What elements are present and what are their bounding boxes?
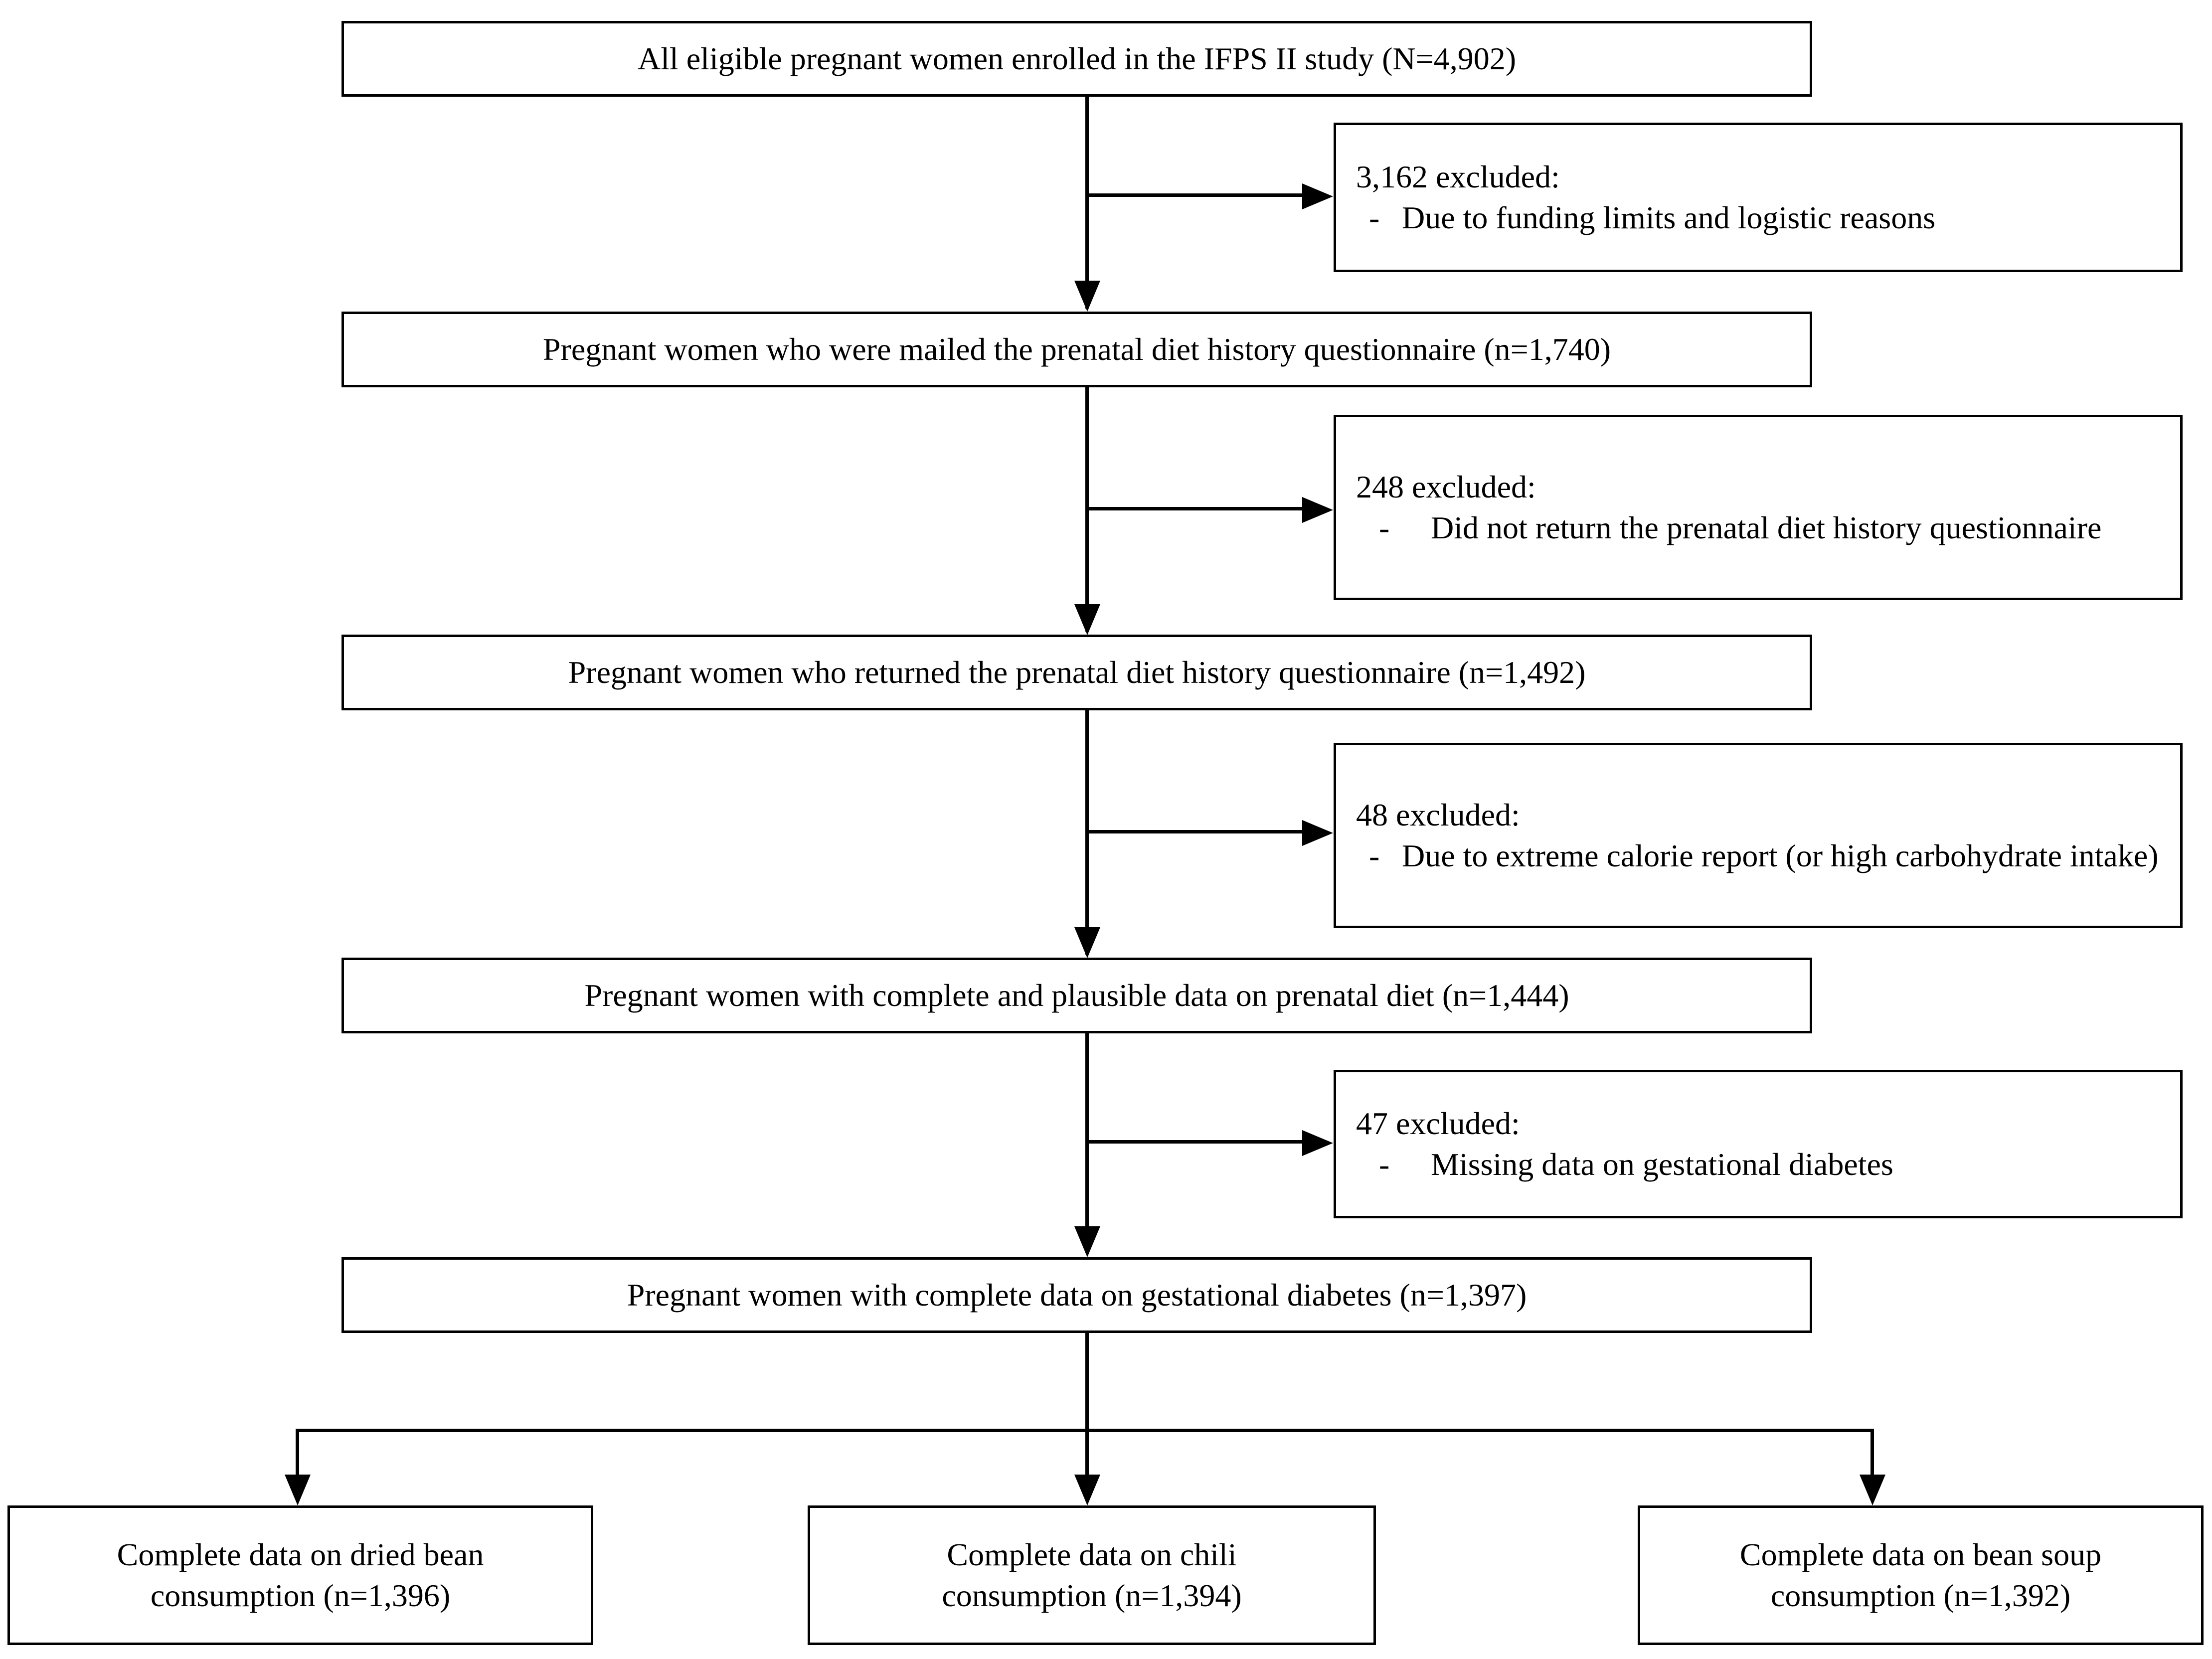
node-excluded-47: 47 excluded: - Missing data on gestation…: [1334, 1070, 2183, 1218]
excluded-3162-heading: 3,162 excluded:: [1356, 159, 1560, 194]
excluded-248-reason-0: Did not return the prenatal diet history…: [1431, 510, 2102, 545]
node-gdm-complete: Pregnant women with complete data on ges…: [341, 1257, 1812, 1333]
node-dried-bean-line1: Complete data on dried bean: [117, 1537, 484, 1573]
connector-gdm-split-bar: [296, 1429, 1874, 1432]
arrowhead-excluded-3162: [1302, 183, 1333, 209]
branch-line-excluded-48: [1087, 830, 1319, 833]
excluded-248-heading: 248 excluded:: [1356, 469, 1536, 504]
node-chili-line2: consumption (n=1,394): [942, 1578, 1242, 1613]
arrowhead-enrolled-to-mailed: [1074, 281, 1100, 312]
list-item: - Did not return the prenatal diet histo…: [1356, 508, 2163, 547]
arrowhead-excluded-47: [1302, 1130, 1333, 1156]
connector-gdm-split-stem: [1085, 1333, 1089, 1430]
node-enrolled: All eligible pregnant women enrolled in …: [341, 21, 1812, 97]
node-dried-bean: Complete data on dried bean consumption …: [7, 1505, 593, 1645]
excluded-47-reason-0: Missing data on gestational diabetes: [1431, 1147, 1893, 1182]
connector-split-to-bean-soup: [1871, 1429, 1874, 1479]
excluded-3162-reasons: - Due to funding limits and logistic rea…: [1356, 198, 2163, 237]
arrowhead-excluded-248: [1302, 497, 1333, 523]
node-chili-line1: Complete data on chili: [947, 1537, 1237, 1573]
bullet-dash: -: [1379, 510, 1390, 545]
list-item: - Due to extreme calorie report (or high…: [1356, 836, 2163, 875]
excluded-47-reasons: - Missing data on gestational diabetes: [1356, 1145, 2163, 1184]
node-excluded-248: 248 excluded: - Did not return the prena…: [1334, 415, 2183, 600]
node-plausible-diet-label: Pregnant women with complete and plausib…: [584, 978, 1569, 1013]
excluded-3162-reason-0: Due to funding limits and logistic reaso…: [1402, 200, 1936, 235]
node-returned: Pregnant women who returned the prenatal…: [341, 635, 1812, 710]
node-enrolled-label: All eligible pregnant women enrolled in …: [637, 41, 1517, 77]
list-item: - Due to funding limits and logistic rea…: [1356, 198, 2163, 237]
bullet-dash: -: [1369, 838, 1380, 873]
arrowhead-plausible-to-gdm: [1074, 1226, 1100, 1257]
node-excluded-48: 48 excluded: - Due to extreme calorie re…: [1334, 743, 2183, 928]
excluded-48-reason-0: Due to extreme calorie report (or high c…: [1402, 838, 2159, 873]
arrowhead-dried-bean: [285, 1475, 311, 1505]
node-chili: Complete data on chili consumption (n=1,…: [808, 1505, 1376, 1645]
node-mailed: Pregnant women who were mailed the prena…: [341, 312, 1812, 387]
node-chili-label: Complete data on chili consumption (n=1,…: [937, 1534, 1246, 1616]
arrowhead-mailed-to-returned: [1074, 604, 1100, 635]
arrowhead-chili: [1074, 1475, 1100, 1505]
excluded-48-heading: 48 excluded:: [1356, 797, 1520, 832]
node-plausible-diet: Pregnant women with complete and plausib…: [341, 958, 1812, 1033]
node-bean-soup: Complete data on bean soup consumption (…: [1638, 1505, 2204, 1645]
node-dried-bean-label: Complete data on dried bean consumption …: [112, 1534, 489, 1616]
connector-enrolled-to-mailed: [1085, 97, 1089, 309]
node-excluded-3162: 3,162 excluded: - Due to funding limits …: [1334, 123, 2183, 272]
node-bean-soup-line2: consumption (n=1,392): [1770, 1578, 2071, 1613]
arrowhead-returned-to-plausible: [1074, 927, 1100, 958]
node-bean-soup-line1: Complete data on bean soup: [1739, 1537, 2102, 1573]
excluded-248-reasons: - Did not return the prenatal diet histo…: [1356, 508, 2163, 547]
excluded-48-reasons: - Due to extreme calorie report (or high…: [1356, 836, 2163, 875]
arrowhead-bean-soup: [1860, 1475, 1885, 1505]
branch-line-excluded-248: [1087, 507, 1319, 510]
bullet-dash: -: [1379, 1147, 1390, 1182]
connector-split-to-chili: [1085, 1429, 1089, 1479]
excluded-47-heading: 47 excluded:: [1356, 1105, 1520, 1141]
branch-line-excluded-47: [1087, 1140, 1319, 1144]
bullet-dash: -: [1369, 200, 1380, 235]
arrowhead-excluded-48: [1302, 820, 1333, 846]
node-mailed-label: Pregnant women who were mailed the prena…: [542, 332, 1611, 367]
branch-line-excluded-3162: [1087, 193, 1319, 197]
node-dried-bean-line2: consumption (n=1,396): [150, 1578, 451, 1613]
list-item: - Missing data on gestational diabetes: [1356, 1145, 2163, 1184]
connector-split-to-dried-bean: [296, 1429, 299, 1479]
node-gdm-complete-label: Pregnant women with complete data on ges…: [627, 1277, 1527, 1313]
node-bean-soup-label: Complete data on bean soup consumption (…: [1735, 1534, 2106, 1616]
node-returned-label: Pregnant women who returned the prenatal…: [568, 655, 1586, 690]
